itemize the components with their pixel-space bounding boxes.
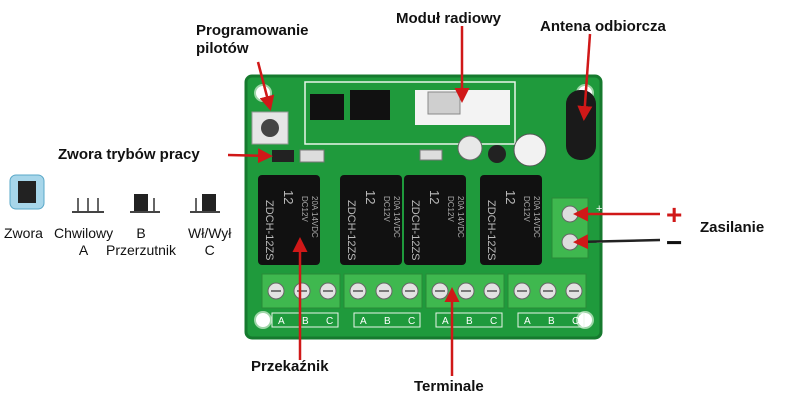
relay-rating-text: DC12V — [300, 196, 309, 222]
relay-model-text: ZDCH-12ZS — [345, 200, 357, 261]
label-antenna: Antena odbiorcza — [540, 18, 666, 35]
arrow-programming — [256, 61, 275, 111]
terminal-letter: B — [384, 316, 391, 327]
label-jumper-modes: Zwora trybów pracy — [58, 146, 200, 163]
abc-silkscreen: A B C — [435, 312, 503, 328]
capacitor — [457, 135, 483, 161]
label-terminals: Terminale — [414, 378, 484, 395]
capacitor — [513, 133, 547, 167]
ic-chip — [350, 90, 390, 120]
legend-label: Chwilowy — [54, 225, 114, 241]
terminal-letter: C — [326, 316, 333, 327]
terminal-block — [425, 273, 505, 309]
terminal-letter: A — [524, 316, 531, 327]
relay-rating-text: 20A 14VDC — [456, 196, 465, 238]
pointer-lines — [227, 26, 661, 376]
legend-label: Zwora — [4, 225, 43, 241]
mount-hole — [576, 311, 594, 329]
board-plus-mark: + — [596, 203, 602, 215]
terminal-block — [343, 273, 423, 309]
jumper-onoff-icon — [190, 194, 220, 213]
relay-voltage-text: 12 — [503, 190, 518, 204]
legend-sub: Przerzutnik — [106, 242, 177, 258]
legend-item-onoff: Wł/Wył C — [188, 225, 231, 259]
relay-rating-text: DC12V — [522, 196, 531, 222]
legend-item-toggle: B Przerzutnik — [106, 225, 176, 259]
relay-model-text: ZDCH-12ZS — [263, 200, 275, 261]
legend-item-momentary: Chwilowy A — [54, 225, 113, 259]
legend-sub: C — [204, 242, 215, 258]
relay-rating-text: DC12V — [446, 196, 455, 222]
jumper-toggle-icon — [130, 194, 160, 213]
relay-rating-text: 20A 14VDC — [532, 196, 541, 238]
mode-jumper — [272, 150, 294, 162]
relay-voltage-text: 12 — [281, 190, 296, 204]
board-minus-mark: − — [596, 237, 602, 249]
relay-rating-text: DC12V — [382, 196, 391, 222]
terminal-letter: B — [302, 316, 309, 327]
jumper-momentary-icon — [72, 198, 104, 213]
ic-chip — [310, 94, 344, 120]
legend-sub: A — [78, 242, 89, 258]
relay-model-text: ZDCH-12ZS — [409, 200, 421, 261]
arrow-jumper — [227, 148, 273, 164]
crystal — [427, 91, 461, 115]
antenna-coil — [566, 90, 596, 160]
label-power: Zasilanie — [700, 219, 765, 236]
label-radio-module: Moduł radiowy — [396, 10, 501, 27]
relay-rating-text: 20A 14VDC — [392, 196, 401, 238]
arrow-minus — [573, 234, 661, 250]
relay-model-text: ZDCH-12ZS — [485, 200, 497, 261]
abc-silkscreen: A B C — [517, 312, 585, 328]
terminal-letter: A — [278, 316, 285, 327]
terminal-letter: C — [490, 316, 497, 327]
legend-item-jumper: Zwora — [4, 225, 43, 242]
terminal-letter: C — [572, 316, 579, 327]
mount-hole — [254, 311, 272, 329]
terminal-letter: A — [442, 316, 449, 327]
label-relay: Przekaźnik — [251, 358, 329, 375]
legend-label: B — [136, 225, 146, 241]
capacitor — [488, 145, 506, 163]
terminal-letter: A — [360, 316, 367, 327]
relay-rating-text: 20A 14VDC — [310, 196, 319, 238]
legend-label: Wł/Wył — [188, 225, 232, 241]
relay-voltage-text: 12 — [363, 190, 378, 204]
relay-voltage-text: 12 — [427, 190, 442, 204]
program-button-cap — [261, 119, 279, 137]
abc-silkscreen: A B C — [353, 312, 421, 328]
arrow-antenna — [577, 33, 593, 121]
plus-mark: + — [666, 199, 682, 230]
abc-silkscreen: A B C — [271, 312, 339, 328]
terminal-letter: B — [466, 316, 473, 327]
terminal-letter: C — [408, 316, 415, 327]
label-programming: Programowanie pilotów — [196, 22, 309, 57]
terminal-block — [507, 273, 587, 309]
legend-jumper-icons — [9, 174, 220, 213]
minus-mark: − — [666, 227, 682, 258]
terminal-letter: B — [548, 316, 555, 327]
